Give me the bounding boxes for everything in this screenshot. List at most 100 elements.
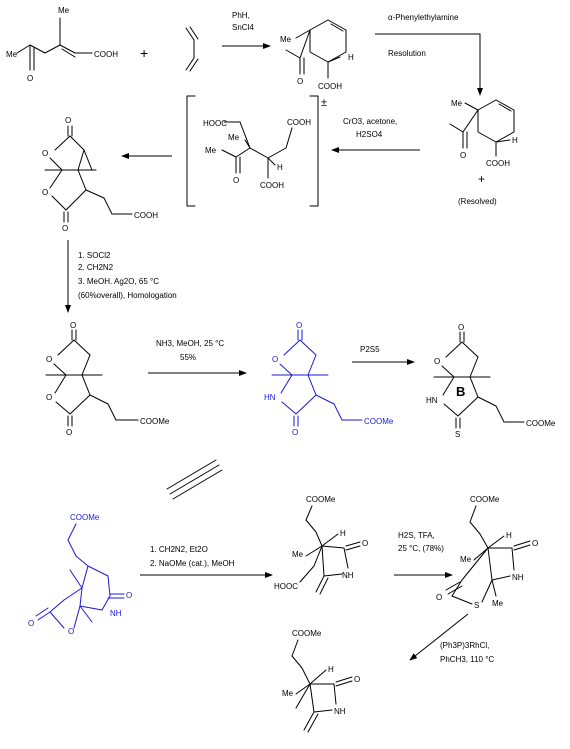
carboxylic-acid-label: COOH [318, 82, 342, 91]
oxygen-label: O [66, 428, 72, 437]
arrow-desulfurization [409, 613, 469, 661]
methyl-label: Me [492, 599, 504, 608]
oxygen-label: O [70, 321, 76, 330]
reagent-text: SnCl4 [232, 23, 254, 32]
oxygen-label: O [65, 116, 71, 125]
enone-acid-structure: Me Me O COOH [6, 6, 118, 83]
ester-label: COOMe [306, 495, 336, 504]
oxygen-label: O [126, 591, 132, 600]
reagent-text: 3. MeOH. Ag2O, 65 °C [78, 277, 159, 286]
nitrogen-label: NH [110, 609, 122, 618]
reagent-text: PhH, [232, 11, 250, 20]
hydrogen-label: H [348, 53, 354, 62]
exomethylene-lactam-acid-structure: COOMe H O NH Me HOOC [274, 495, 368, 595]
oxygen-label: O [292, 428, 298, 437]
ester-label: COOMe [470, 495, 500, 504]
reagent-text: (Ph3P)3RhCl, [440, 641, 489, 650]
ester-label: COOMe [526, 419, 556, 428]
reagent-text: H2S, TFA, [398, 531, 435, 540]
hydrogen-label: H [277, 163, 283, 172]
hydrogen-label: H [512, 136, 518, 145]
reagent-text: 2. CH2N2 [78, 263, 114, 272]
oxygen-label: O [233, 176, 239, 185]
oxygen-label: O [354, 675, 360, 684]
oxygen-label: O [27, 74, 33, 83]
oxygen-label: O [42, 188, 48, 197]
nitrogen-label: NH [512, 573, 524, 582]
lactone-lactam-structure-highlighted: COOMe O NH O O [28, 513, 132, 636]
oxygen-label: O [68, 627, 74, 636]
nitrogen-label: NH [334, 707, 346, 716]
alkyne-symbol [166, 459, 223, 500]
reagent-text: Resolution [388, 49, 426, 58]
reagent-text: 55% [180, 353, 196, 362]
oxygen-label: O [460, 151, 466, 160]
arrow-resolution [375, 33, 483, 96]
reagent-text: 2. NaOMe (cat.), MeOH [150, 559, 235, 568]
cyclohexene-adduct-structure: Me O H COOH [280, 19, 354, 91]
lactam-lactone-structure-highlighted: O O HN O COOMe [264, 321, 394, 437]
carboxylic-acid-label: COOH [287, 118, 311, 127]
reagent-text: H2SO4 [356, 130, 383, 139]
carboxylic-acid-label: HOOC [203, 119, 227, 128]
oxygen-label: O [46, 355, 52, 364]
ester-label: COOMe [70, 513, 100, 522]
methyl-label: Me [228, 133, 240, 142]
sulfur-label: S [474, 601, 479, 610]
oxygen-label: O [296, 321, 302, 330]
resolved-cyclohexene-structure: Me O H COOH [449, 99, 518, 168]
oxygen-label: O [28, 619, 34, 628]
thiolactone-lactam-structure: COOMe H O NH Me O S Me [436, 495, 538, 610]
sulfur-label: S [455, 430, 460, 439]
reagent-text: PhCH3, 110 °C [440, 655, 494, 664]
oxygen-label: O [46, 393, 52, 402]
reagent-text: P2S5 [360, 345, 380, 354]
plus-sign: + [140, 45, 148, 61]
bislactone-acid-structure: O O O O COOH [42, 116, 158, 233]
reagent-text: 25 °C, (78%) [398, 544, 444, 553]
carboxylic-acid-label: COOH [486, 159, 510, 168]
oxygen-label: O [62, 224, 68, 233]
ester-label: COOMe [364, 417, 394, 426]
reagent-text: NH3, MeOH, 25 °C [156, 339, 224, 348]
oxygen-label: O [434, 357, 440, 366]
reagent-text: α-Phenylethylamine [388, 13, 459, 22]
hydrogen-label: H [340, 529, 346, 538]
oxygen-label: O [436, 593, 442, 602]
oxygen-label: O [532, 539, 538, 548]
carboxylic-acid-label: COOH [134, 211, 158, 220]
methyl-label: Me [451, 99, 463, 108]
plus-sign: + [478, 172, 485, 186]
methyl-label: Me [6, 50, 18, 59]
racemic-sign: ± [321, 97, 327, 109]
oxygen-label: O [362, 539, 368, 548]
oxygen-label: O [297, 77, 303, 86]
bislactone-ester-structure: O O O O COOMe [45, 321, 170, 437]
hydrogen-label: H [328, 665, 334, 674]
hydrogen-label: H [506, 531, 512, 540]
ring-b-label: B [456, 384, 465, 399]
reagent-text: 1. SOCl2 [78, 251, 111, 260]
methyl-label: Me [292, 550, 304, 559]
reagent-text: CrO3, acetone, [343, 117, 397, 126]
butadiene-structure [185, 26, 199, 72]
ester-label: COOMe [140, 417, 170, 426]
nitrogen-label: NH [342, 571, 354, 580]
carboxylic-acid-label: COOH [260, 181, 284, 190]
final-lactam-structure: COOMe H O NH Me [282, 629, 360, 733]
thiolactam-structure: O O B HN S COOMe [426, 323, 556, 439]
triacid-intermediate-structure: ± HOOC Me Me O COOH H COOH [186, 95, 327, 207]
ester-label: COOMe [292, 629, 322, 638]
reagent-text: 1. CH2N2, Et2O [150, 545, 208, 554]
methyl-label: Me [460, 555, 472, 564]
oxygen-label: O [272, 355, 278, 364]
nitrogen-label: HN [264, 393, 276, 402]
resolved-label: (Resolved) [458, 197, 497, 206]
reagent-text: (60%overall), Homologation [78, 291, 177, 300]
methyl-label: Me [280, 35, 292, 44]
oxygen-label: O [42, 149, 48, 158]
methyl-label: Me [205, 146, 217, 155]
nitrogen-label: HN [426, 396, 438, 405]
methyl-label: Me [282, 689, 294, 698]
